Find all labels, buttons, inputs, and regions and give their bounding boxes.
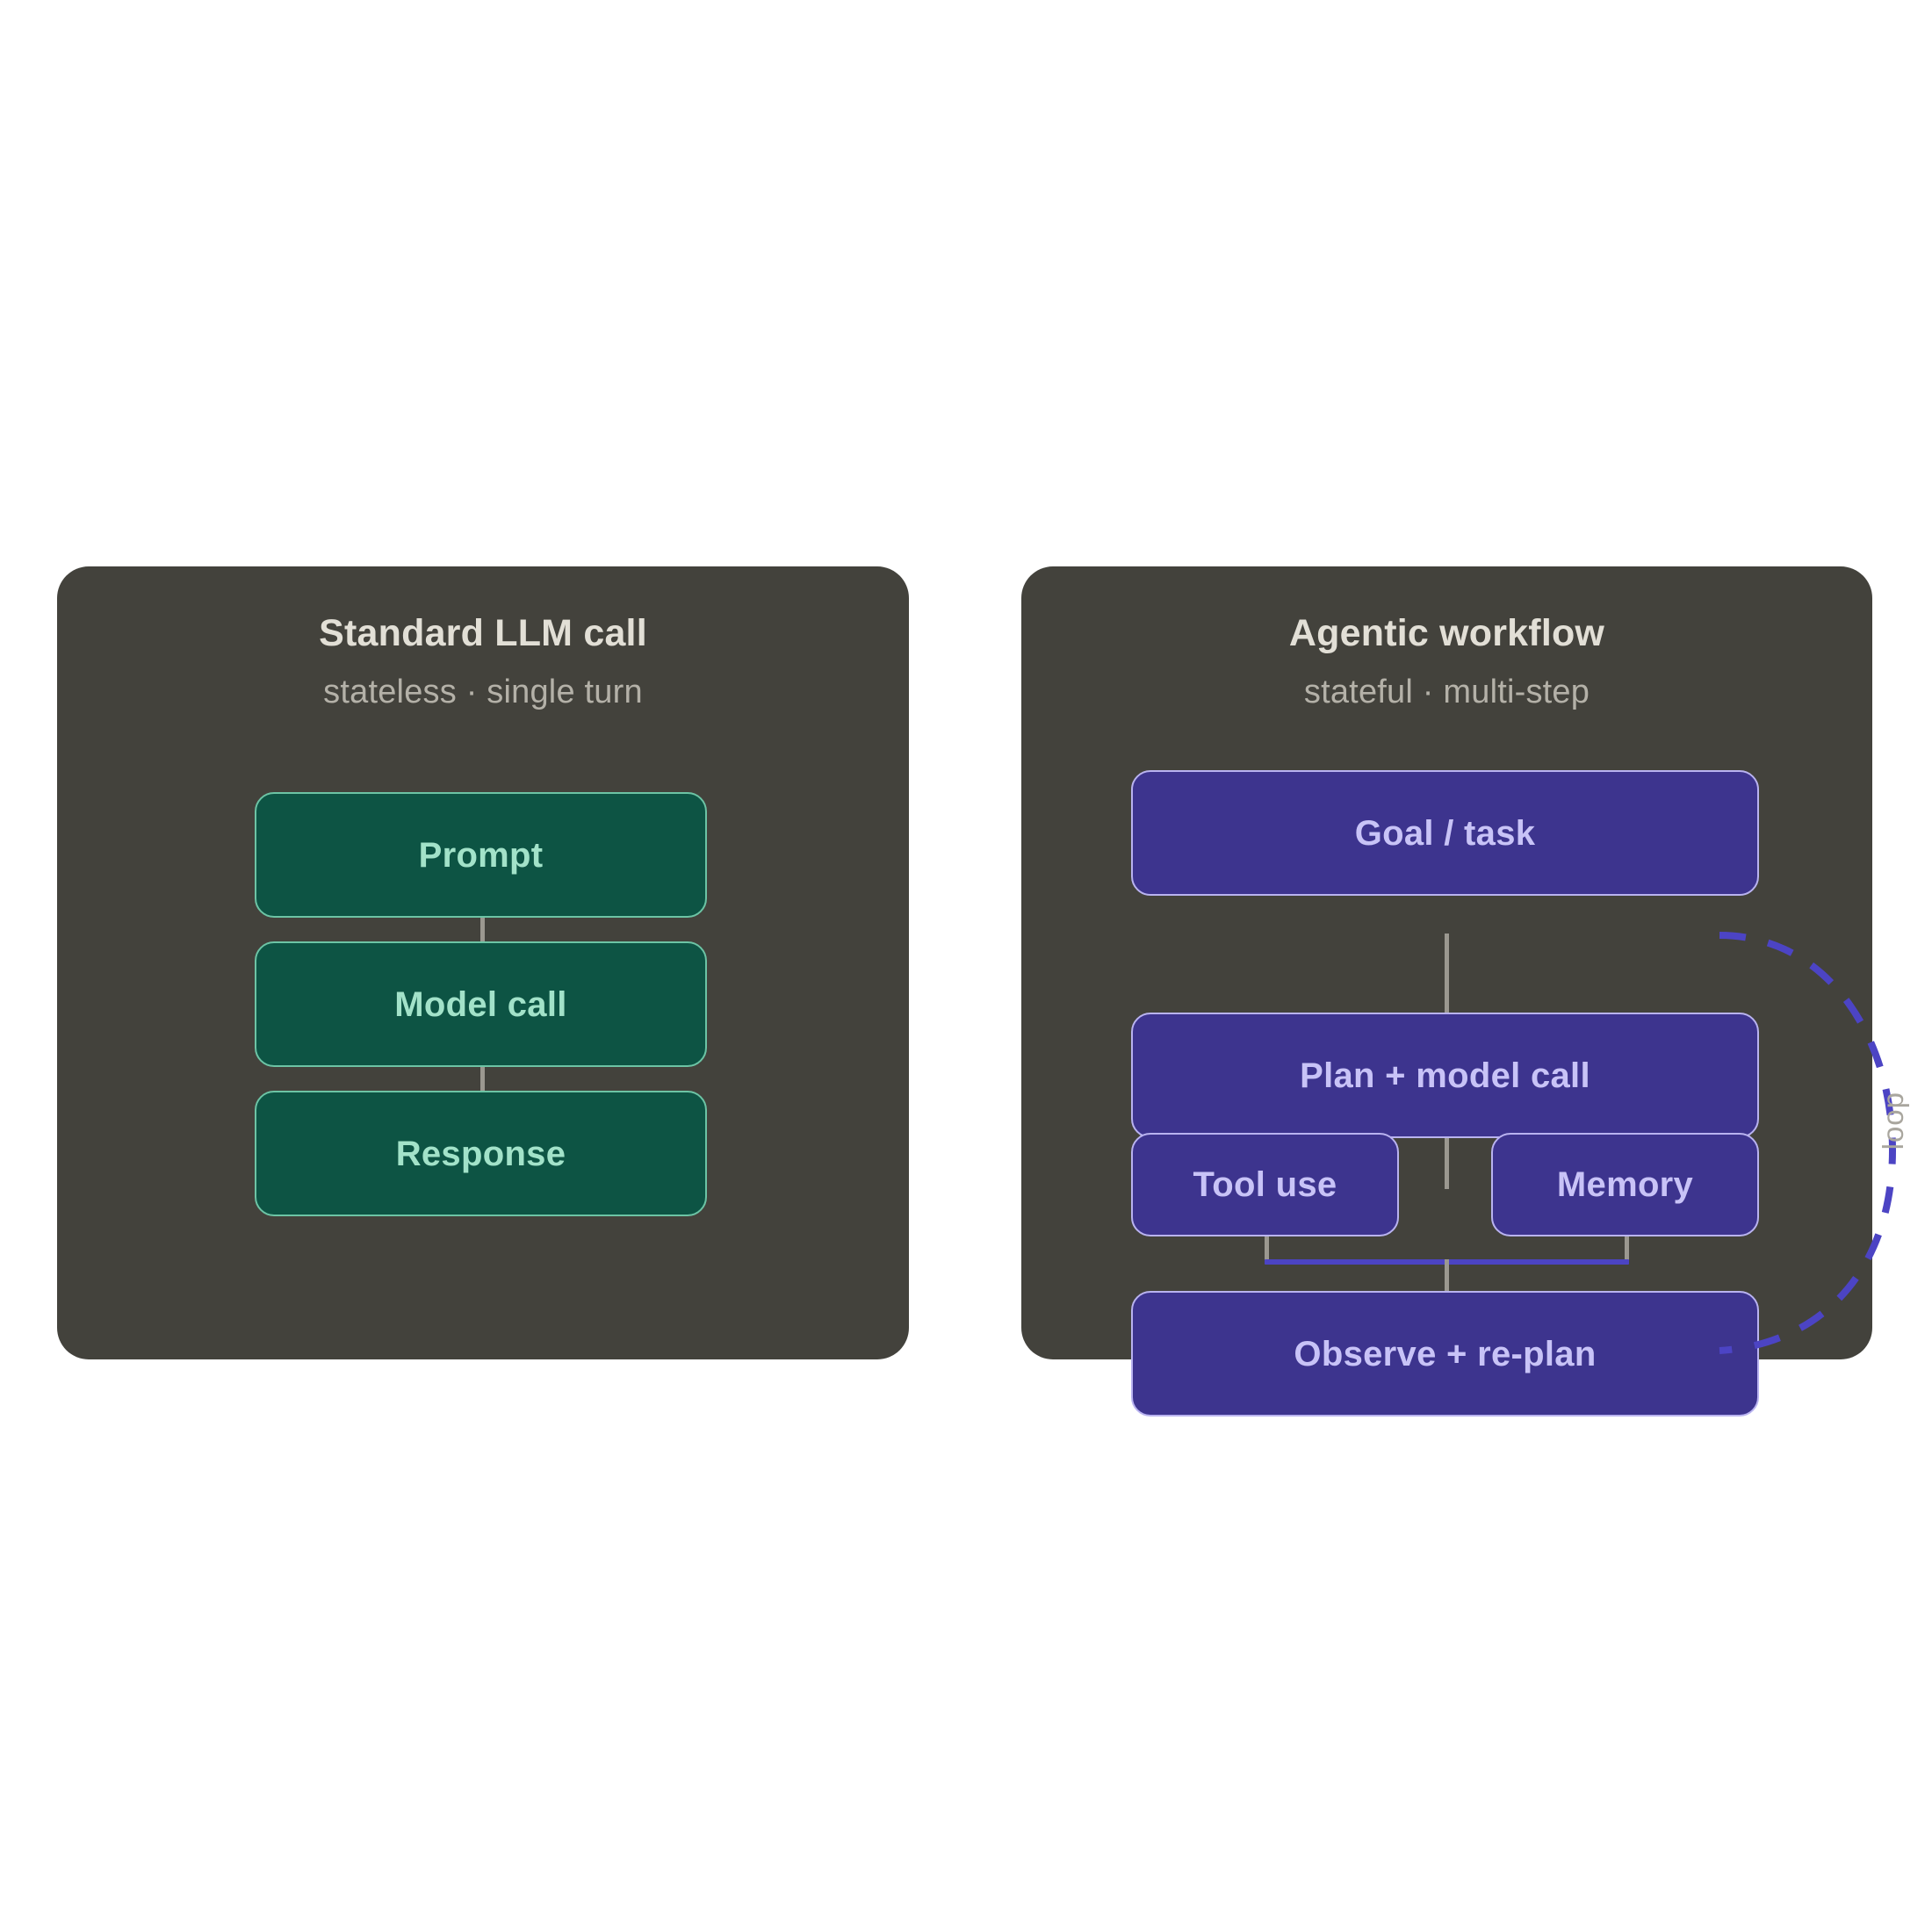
node-tool-use-label: Tool use [1193,1165,1337,1204]
panel-agentic-header: Agentic workflow stateful · multi-step [1021,612,1872,710]
node-memory-label: Memory [1556,1165,1694,1204]
node-prompt[interactable]: Prompt [255,792,707,918]
node-model-call[interactable]: Model call [255,941,707,1067]
node-plan-model-call[interactable]: Plan + model call [1131,1013,1759,1138]
panel-standard-llm-call: Standard LLM call stateless · single tur… [57,566,909,1359]
panel-standard-header: Standard LLM call stateless · single tur… [57,612,909,710]
node-plan-model-call-label: Plan + model call [1300,1056,1590,1095]
node-tool-use[interactable]: Tool use [1131,1133,1399,1236]
loop-label: loop [1877,1092,1909,1150]
panel-agentic-workflow: Agentic workflow stateful · multi-step G… [1021,566,1872,1417]
node-prompt-label: Prompt [418,835,544,875]
panel-agentic-subtitle: stateful · multi-step [1303,674,1590,710]
node-observe-replan[interactable]: Observe + re-plan [1131,1291,1759,1417]
node-goal-task-label: Goal / task [1354,813,1536,853]
connector-plan-to-branch [1445,1135,1449,1189]
connector-join-to-observe [1445,1259,1449,1297]
connector-goal-to-plan [1445,934,1449,1015]
node-response-label: Response [395,1134,566,1173]
node-goal-task[interactable]: Goal / task [1131,770,1759,896]
panel-standard-subtitle: stateless · single turn [323,674,643,710]
node-response[interactable]: Response [255,1091,707,1216]
panel-agentic-title: Agentic workflow [1288,612,1605,654]
node-memory[interactable]: Memory [1491,1133,1759,1236]
node-model-call-label: Model call [394,984,567,1024]
panel-standard-title: Standard LLM call [319,612,647,654]
node-observe-replan-label: Observe + re-plan [1294,1334,1597,1373]
